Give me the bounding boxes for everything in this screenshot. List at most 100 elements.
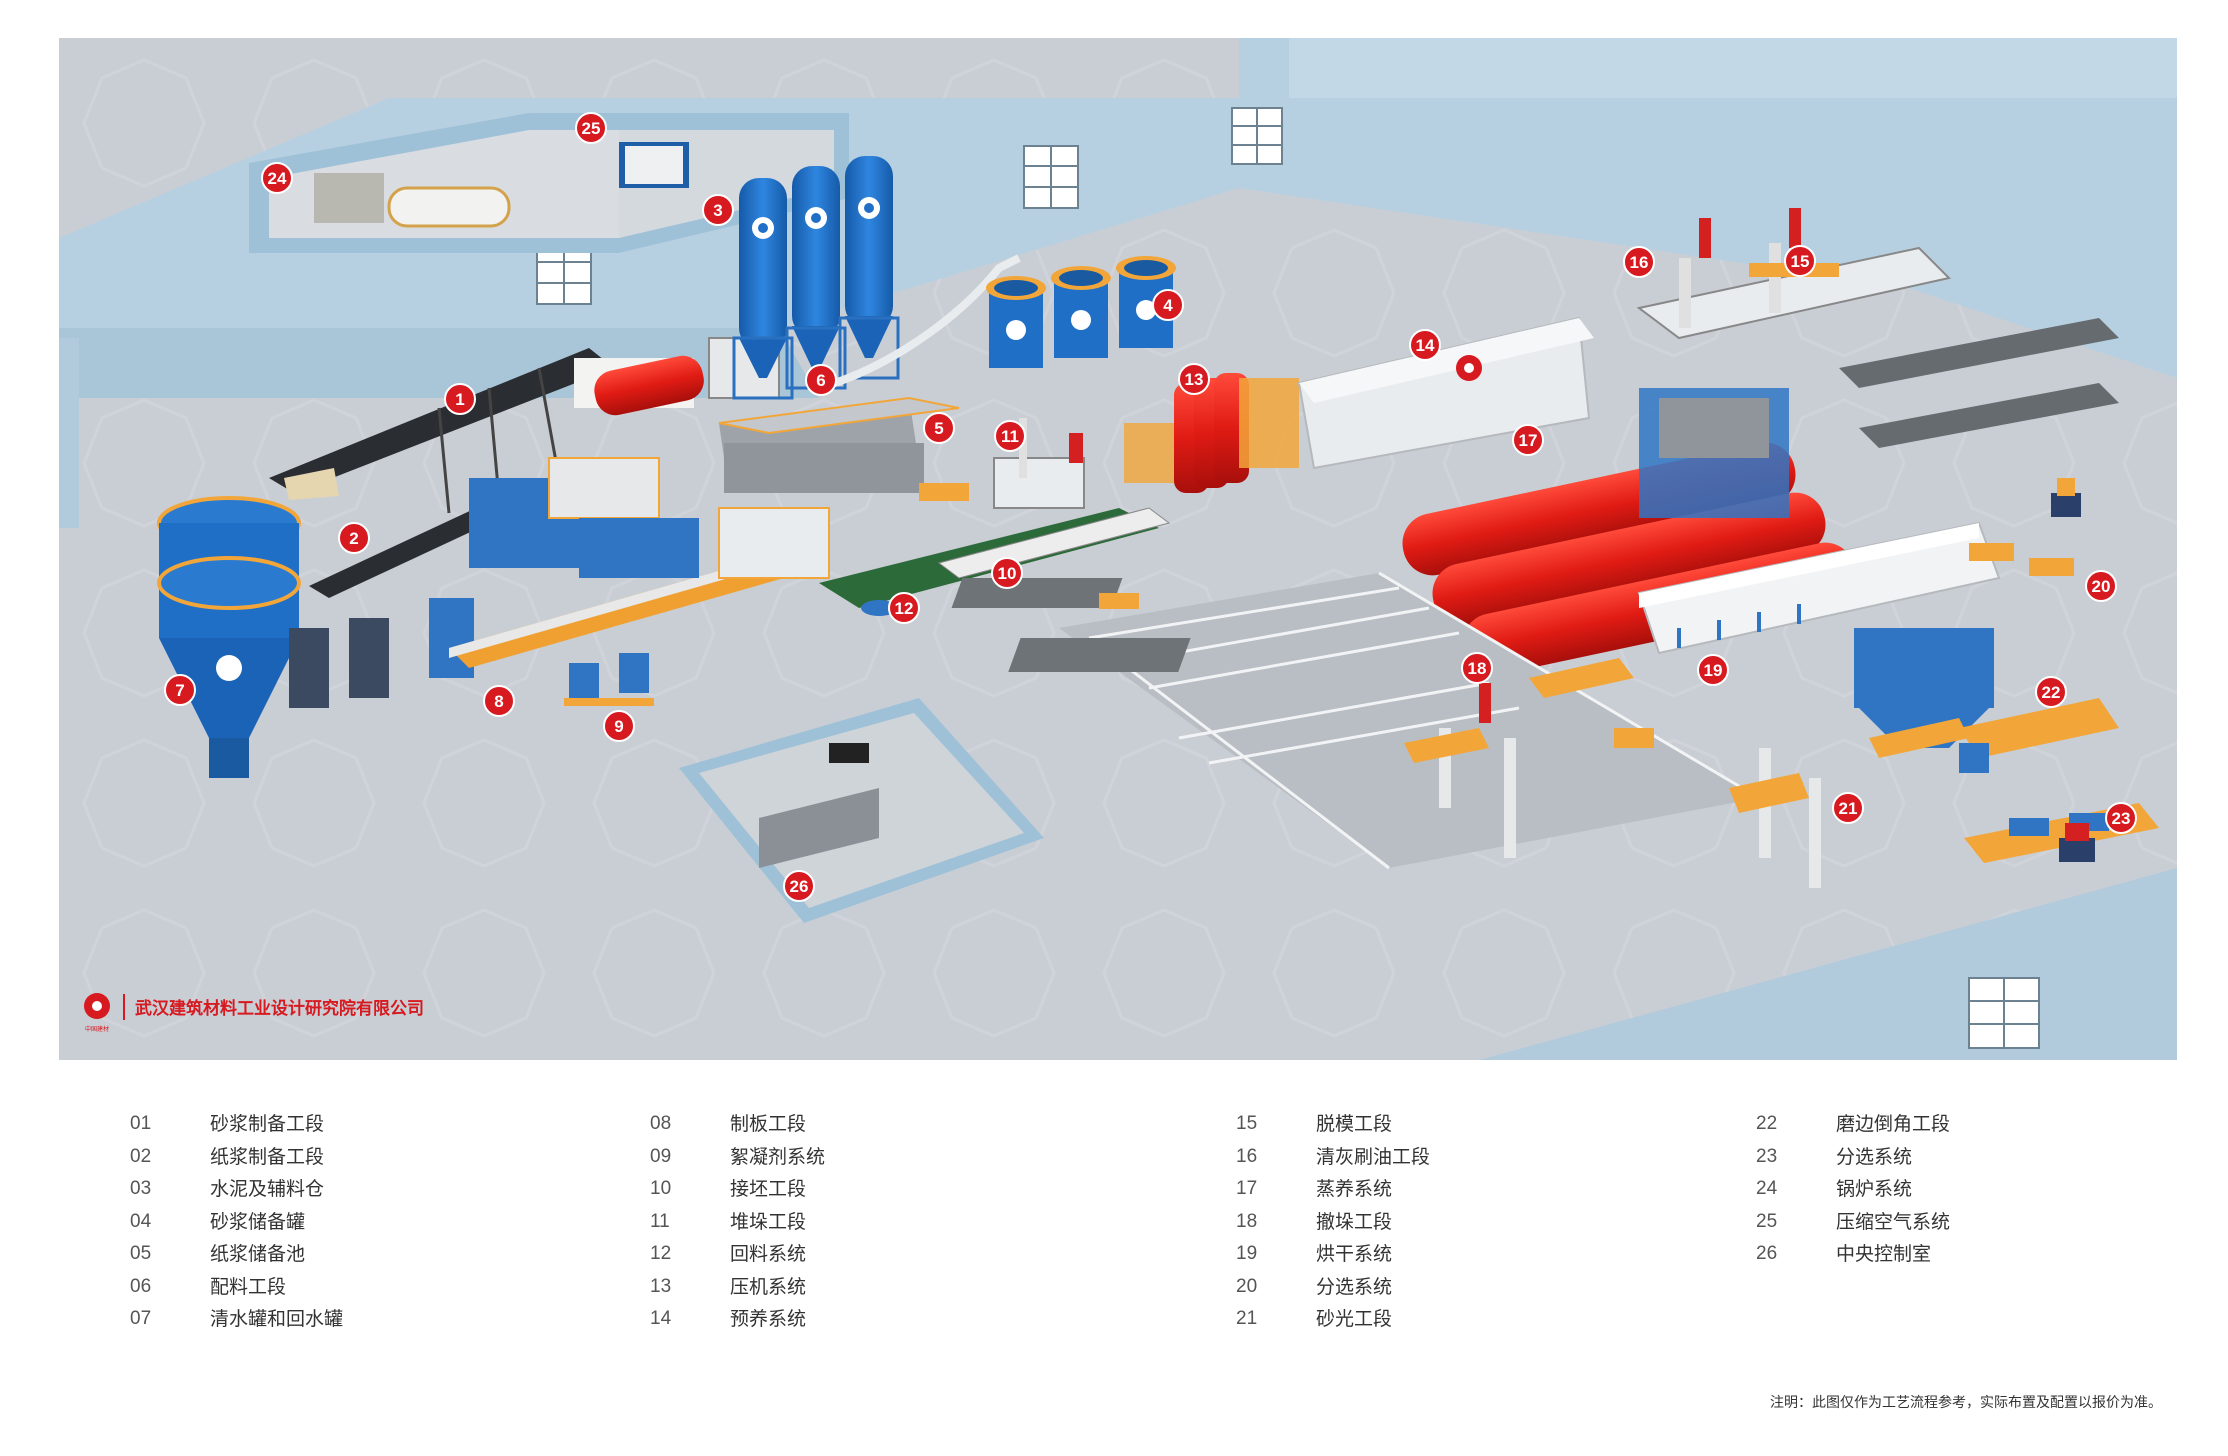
station-marker: 3 [702, 194, 734, 226]
legend-number: 17 [1236, 1178, 1258, 1199]
legend-number: 21 [1236, 1308, 1258, 1329]
legend-label: 清水罐和回水罐 [210, 1308, 344, 1330]
steam-curing-autoclaves [1402, 388, 1856, 676]
legend-item: 24 锅炉系统 [1756, 1173, 2228, 1206]
station-marker: 26 [783, 870, 815, 902]
sanding-and-edging [1729, 698, 2119, 888]
legend-label: 配料工段 [210, 1275, 287, 1298]
boiler-and-compressor-rooms [249, 113, 849, 253]
station-marker: 8 [483, 685, 515, 717]
legend-item: 13 压机系统 [650, 1271, 1130, 1304]
legend-number: 04 [130, 1210, 152, 1232]
unstacking-station [1404, 658, 1654, 858]
legend-number: 16 [1236, 1145, 1258, 1167]
legend-item: 22 磨边倒角工段 [1756, 1108, 2228, 1141]
legend-item: 06 配料工段 [130, 1271, 610, 1304]
legend-number: 19 [1236, 1243, 1258, 1264]
station-marker: 14 [1409, 329, 1441, 361]
station-marker: 21 [1832, 792, 1864, 824]
station-marker: 12 [888, 592, 920, 624]
legend-label: 砂浆储备罐 [210, 1210, 306, 1233]
stacking-station [919, 418, 1085, 509]
station-marker-number: 8 [494, 692, 503, 711]
legend-label: 烘干系统 [1316, 1243, 1393, 1265]
station-marker: 18 [1461, 652, 1493, 684]
legend-label: 分选系统 [1836, 1145, 1913, 1168]
station-marker: 20 [2085, 570, 2117, 602]
legend-number: 05 [130, 1243, 152, 1264]
legend-number: 20 [1236, 1275, 1258, 1297]
legend-item: 19 烘干系统 [1236, 1238, 1716, 1271]
legend-number: 03 [130, 1178, 152, 1199]
legend-number: 23 [1756, 1145, 1778, 1167]
station-marker-number: 21 [1839, 799, 1858, 818]
station-marker: 6 [805, 364, 837, 396]
legend-label: 纸浆储备池 [210, 1243, 306, 1265]
station-marker: 15 [1784, 245, 1816, 277]
legend-item: 09 絮凝剂系统 [650, 1141, 1130, 1174]
legend-number: 13 [650, 1275, 672, 1297]
station-marker-number: 13 [1185, 370, 1204, 389]
legend-number: 08 [650, 1113, 672, 1134]
legend-label: 砂光工段 [1316, 1308, 1393, 1330]
legend-number: 22 [1756, 1113, 1778, 1134]
legend-item: 20 分选系统 [1236, 1271, 1716, 1304]
station-marker: 5 [923, 412, 955, 444]
station-marker-number: 9 [614, 717, 623, 736]
station-marker-number: 7 [175, 681, 184, 700]
station-marker-number: 4 [1163, 296, 1173, 315]
station-marker-number: 24 [268, 169, 287, 188]
legend-label: 磨边倒角工段 [1836, 1113, 1951, 1135]
legend-number: 25 [1756, 1210, 1778, 1232]
flocculant-system [564, 653, 654, 706]
station-marker: 4 [1152, 289, 1184, 321]
legend-item: 21 砂光工段 [1236, 1303, 1716, 1336]
legend-number: 12 [650, 1243, 672, 1264]
front-wall [1479, 868, 2177, 1060]
station-marker-number: 15 [1791, 252, 1810, 271]
station-marker: 7 [164, 674, 196, 706]
legend-label: 蒸养系统 [1316, 1178, 1393, 1200]
station-marker: 16 [1623, 246, 1655, 278]
legend-number: 06 [130, 1275, 152, 1297]
legend-item: 17 蒸养系统 [1236, 1173, 1716, 1206]
company-logo-text: 中国建材 [85, 1025, 109, 1033]
legend-label: 锅炉系统 [1836, 1178, 1913, 1200]
company-logo: 中国建材 武汉建筑材料工业设计研究院有限公司 [84, 993, 424, 1033]
legend-item: 04 砂浆储备罐 [130, 1206, 610, 1239]
board-making-line [449, 507, 830, 668]
legend-number: 14 [650, 1308, 672, 1329]
legend-label: 中央控制室 [1836, 1243, 1932, 1265]
legend-number: 24 [1756, 1178, 1778, 1199]
station-marker: 23 [2105, 802, 2137, 834]
legend-number: 09 [650, 1145, 672, 1167]
legend-label: 压机系统 [730, 1275, 807, 1298]
legend-label: 分选系统 [1316, 1275, 1393, 1298]
station-marker-number: 26 [790, 877, 809, 896]
station-marker-number: 5 [934, 419, 943, 438]
legend-label: 絮凝剂系统 [730, 1145, 826, 1168]
legend-item: 23 分选系统 [1756, 1141, 2228, 1174]
water-tanks [157, 496, 301, 778]
station-marker-number: 10 [998, 564, 1017, 583]
legend-number: 18 [1236, 1210, 1258, 1232]
station-marker-number: 23 [2112, 809, 2131, 828]
blank-receiving [819, 507, 1171, 616]
station-marker: 2 [338, 522, 370, 554]
drying-kiln [1637, 521, 2001, 748]
station-marker: 10 [991, 557, 1023, 589]
